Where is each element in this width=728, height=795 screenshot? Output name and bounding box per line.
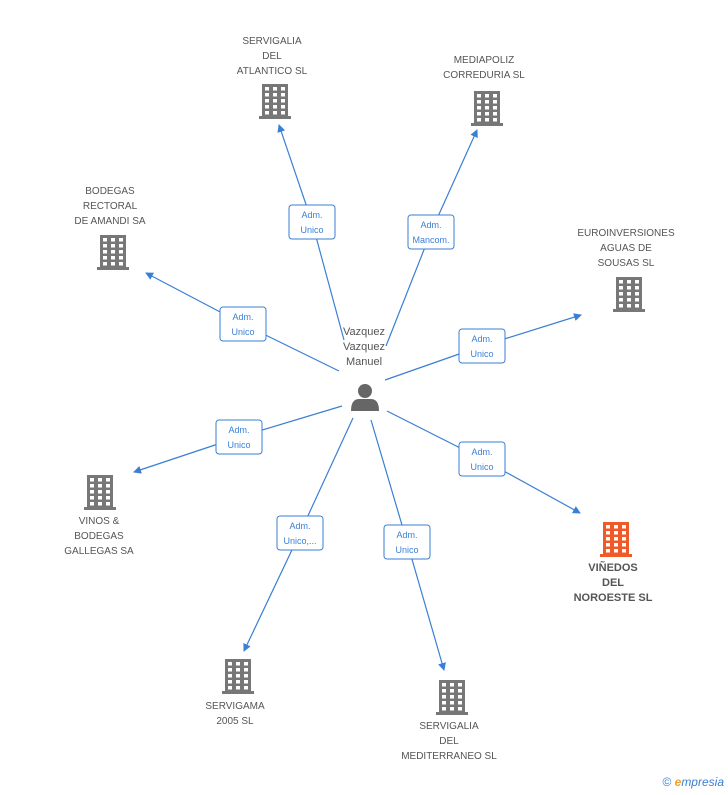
building-icon	[259, 84, 291, 119]
edge-vinos-bodegas[interactable]: Adm. Unico	[133, 405, 343, 474]
edge-euroinversiones[interactable]: Adm. Unico	[384, 313, 582, 381]
company-name-line: 2005 SL	[216, 716, 254, 727]
edge-label-box[interactable]	[458, 441, 506, 477]
company-name-line: EUROINVERSIONES	[577, 228, 675, 239]
edge-label-box[interactable]	[276, 515, 324, 551]
company-node-servigalia-mediterraneo[interactable]: SERVIGALIA DEL MEDITERRANEO SL	[401, 680, 497, 762]
edge-label-box[interactable]	[288, 204, 336, 240]
edge-label-text: Adm.	[228, 425, 249, 435]
company-name-line: SOUSAS SL	[598, 258, 655, 269]
company-name-line: SERVIGALIA	[419, 721, 479, 732]
edge-label-box[interactable]	[215, 419, 263, 455]
brand-name: mpresia	[681, 775, 724, 789]
building-icon	[84, 475, 116, 510]
edge-label-text: Unico	[227, 440, 250, 450]
edge-label-text: Mancom.	[412, 235, 449, 245]
edge-label-box[interactable]	[458, 328, 506, 364]
edge-servigalia-atlantico[interactable]: Adm. Unico	[277, 124, 345, 341]
edge-label-text: Adm.	[471, 334, 492, 344]
nodes-layer: SERVIGALIA DEL ATLANTICO SL MEDIAPOLIZ CORRE…	[64, 36, 675, 762]
company-name-line: VIÑEDOS	[588, 561, 638, 574]
person-icon	[351, 384, 379, 411]
edge-label-box[interactable]	[407, 214, 455, 250]
edge-label-text: Unico	[300, 225, 323, 235]
company-name-line: VINOS &	[79, 516, 120, 527]
company-name-line: NOROESTE SL	[574, 592, 653, 604]
company-node-bodegas-rectoral[interactable]: BODEGAS RECTORAL DE AMANDI SA	[74, 186, 146, 270]
edge-label-text: Unico	[231, 327, 254, 337]
person-name-line: Vazquez	[343, 341, 385, 353]
edge-servigalia-mediterraneo[interactable]: Adm. Unico	[370, 419, 446, 671]
building-icon	[471, 91, 503, 126]
edge-label-text: Unico,...	[283, 536, 316, 546]
company-name-line: DEL	[262, 51, 282, 62]
edge-label-text: Unico	[470, 349, 493, 359]
edge-label-text: Adm.	[396, 530, 417, 540]
edge-label-text: Unico	[395, 545, 418, 555]
company-name-line: SERVIGAMA	[205, 701, 265, 712]
building-icon	[436, 680, 468, 715]
company-name-line: SERVIGALIA	[242, 36, 302, 47]
company-name-line: DEL	[439, 736, 459, 747]
edge-label-box[interactable]	[383, 524, 431, 560]
company-name-line: BODEGAS	[85, 186, 135, 197]
company-name-line: DEL	[602, 577, 624, 589]
edge-label-text: Adm.	[232, 312, 253, 322]
building-icon	[600, 522, 632, 557]
building-icon	[613, 277, 645, 312]
building-icon	[222, 659, 254, 694]
copyright-symbol: ©	[662, 775, 672, 789]
edge-label-text: Unico	[470, 462, 493, 472]
company-name-line: MEDIAPOLIZ	[454, 55, 515, 66]
edge-bodegas-rectoral[interactable]: Adm. Unico	[145, 272, 340, 372]
company-node-servigama[interactable]: SERVIGAMA 2005 SL	[205, 659, 265, 727]
company-name-line: AGUAS DE	[600, 243, 652, 254]
edge-label-text: Adm.	[289, 521, 310, 531]
company-node-servigalia-atlantico[interactable]: SERVIGALIA DEL ATLANTICO SL	[237, 36, 308, 119]
edge-label-text: Adm.	[301, 210, 322, 220]
company-name-line: ATLANTICO SL	[237, 66, 308, 77]
edge-label-text: Adm.	[471, 447, 492, 457]
company-name-line: BODEGAS	[74, 531, 124, 542]
person-name-line: Manuel	[346, 356, 382, 368]
person-name-line: Vazquez	[343, 326, 385, 338]
company-name-line: RECTORAL	[83, 201, 138, 212]
edge-label-text: Adm.	[420, 220, 441, 230]
edge-label-box[interactable]	[219, 306, 267, 342]
company-name-line: GALLEGAS SA	[64, 546, 134, 557]
company-node-vinos-bodegas[interactable]: VINOS & BODEGAS GALLEGAS SA	[64, 475, 134, 557]
footer-brand: © empresia	[662, 775, 724, 789]
building-icon	[97, 235, 129, 270]
brand-initial: e	[674, 775, 682, 789]
edge-vinedos-noroeste[interactable]: Adm. Unico	[386, 410, 581, 514]
company-name-line: MEDITERRANEO SL	[401, 751, 497, 762]
company-node-euroinversiones[interactable]: EUROINVERSIONES AGUAS DE SOUSAS SL	[577, 228, 675, 312]
company-name-line: DE AMANDI SA	[74, 216, 145, 227]
edge-mediapoliz[interactable]: Adm. Mancom.	[385, 129, 478, 347]
company-node-mediapoliz[interactable]: MEDIAPOLIZ CORREDURIA SL	[443, 55, 525, 126]
company-name-line: CORREDURIA SL	[443, 70, 525, 81]
edge-servigama[interactable]: Adm. Unico,...	[243, 417, 354, 652]
company-node-vinedos-noroeste[interactable]: VIÑEDOS DEL NOROESTE SL	[574, 522, 653, 604]
